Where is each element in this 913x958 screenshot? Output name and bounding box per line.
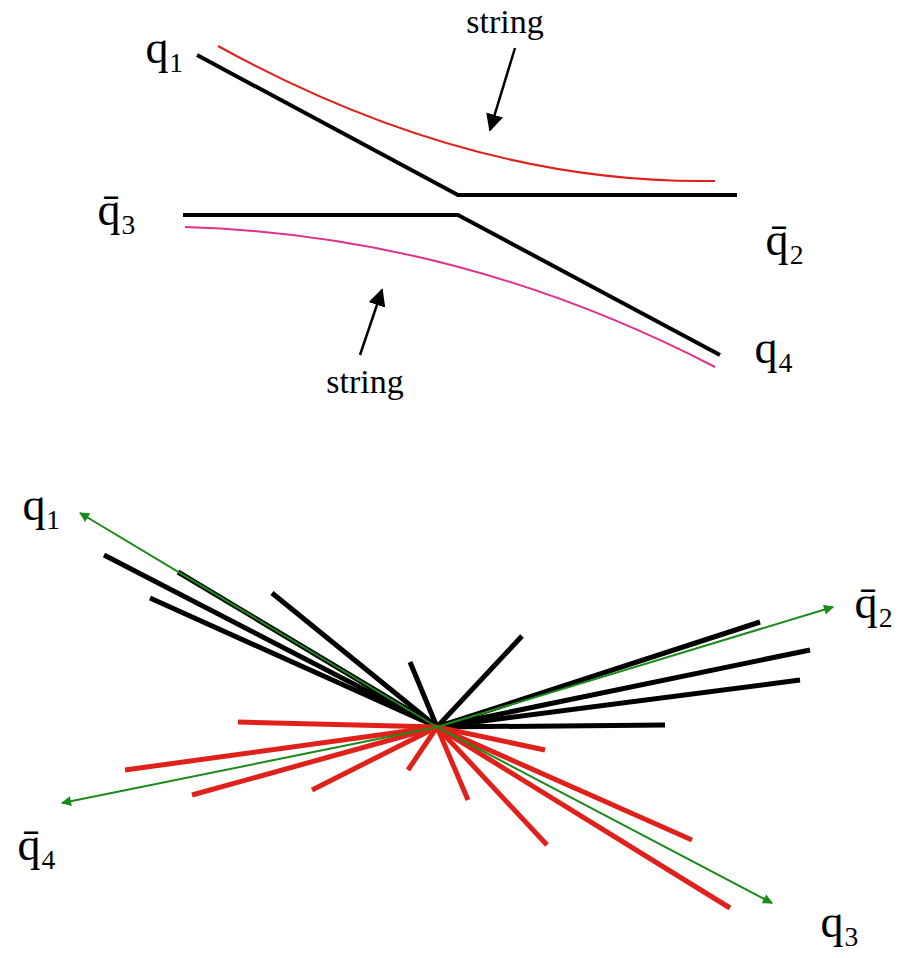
- string-label: string: [326, 365, 403, 399]
- quark-label: q₁: [22, 482, 61, 528]
- quark-label: q̄₄: [17, 822, 56, 868]
- black-jets: [104, 555, 810, 727]
- quark-label: q₁: [145, 25, 184, 71]
- pointer-arrow: [360, 290, 382, 355]
- quark-label: q̄₂: [854, 580, 893, 626]
- string-label: string: [466, 5, 543, 39]
- quark-label: q₄: [754, 325, 793, 371]
- string-curve: [185, 227, 715, 367]
- pointer-arrow: [490, 48, 515, 130]
- axis-arrows: [62, 513, 833, 903]
- quark-lines: [183, 55, 737, 355]
- quark-label: q̄₃: [97, 187, 136, 233]
- red-jets: [125, 722, 730, 908]
- string-curve: [218, 46, 715, 181]
- quark-label: q₃: [820, 899, 859, 945]
- quark-label: q̄₂: [765, 217, 804, 263]
